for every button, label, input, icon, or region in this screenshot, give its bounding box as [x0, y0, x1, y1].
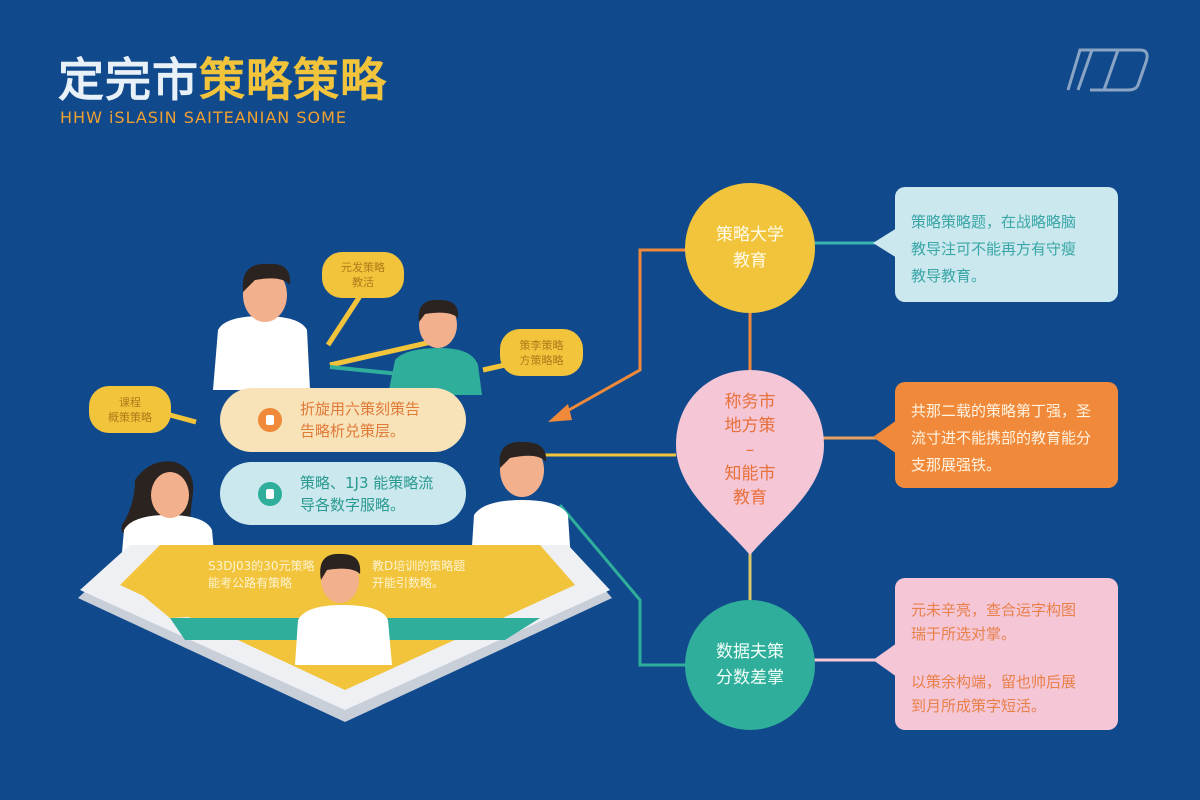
info-box-pink: 元未辛亮，查合运字构图 瑞于所选对掌。 以策余构端，留也帅后展 到月所成策字短活… — [895, 578, 1118, 730]
pill-card-orange: 折旋用六策刻策告 告略析兑策层。 — [220, 388, 466, 452]
speech-bubble: 课程 概策策略 — [89, 386, 171, 433]
platform-text-right: 教D培训的策略题 开能引数略。 — [372, 559, 466, 590]
page-subtitle: HHW iSLASIN SAITEANIAN SOME — [60, 108, 348, 127]
title-part-yellow: 策略策略 — [199, 53, 387, 107]
pill-text: 折旋用六策刻策告 告略析兑策层。 — [300, 400, 421, 440]
document-icon — [258, 481, 282, 506]
node-circle-yellow — [685, 183, 815, 313]
speech-bubble: 策李策略 方策略略 — [500, 329, 583, 376]
pointer — [873, 420, 897, 454]
node-label-teal: 数据夫策 分数差掌 — [716, 642, 784, 688]
title-part-white: 定完市 — [58, 53, 199, 107]
node-teardrop-pink — [676, 370, 824, 555]
pointer — [873, 228, 897, 258]
pill-card-teal: 策略、1J3 能策略流 导各数字服略。 — [220, 462, 466, 525]
node-label-yellow: 策略大学 教育 — [716, 225, 784, 271]
abstract-slash-logo-icon — [1066, 48, 1149, 92]
info-box-orange: 共那二载的策略第丁强，圣 流寸进不能携部的教育能分 支那展强铁。 — [895, 382, 1118, 488]
document-icon — [258, 408, 282, 432]
pill-text: 策略、1J3 能策略流 导各数字服略。 — [300, 473, 434, 514]
person-man-teal-shirt — [388, 299, 482, 395]
node-label-pink: 称务市 地方策 – 知能市 教育 — [724, 392, 776, 508]
arrow-head-icon — [548, 404, 572, 422]
info-box-blue: 策略策略题，在战略略脑 教导注可不能再方有守瘦 教导教育。 — [895, 187, 1118, 302]
node-circle-teal — [685, 600, 815, 730]
pointer — [873, 643, 897, 677]
speech-tails — [169, 294, 506, 425]
platform-text-left: S3DJ03的30元策略 能考公路有策略 — [208, 559, 315, 590]
person-man-center — [295, 553, 392, 665]
page-title: 定完市策略策略 — [58, 44, 387, 110]
speech-bubble: 元发策略 教活 — [322, 252, 404, 298]
person-man-white-shirt — [213, 263, 310, 390]
